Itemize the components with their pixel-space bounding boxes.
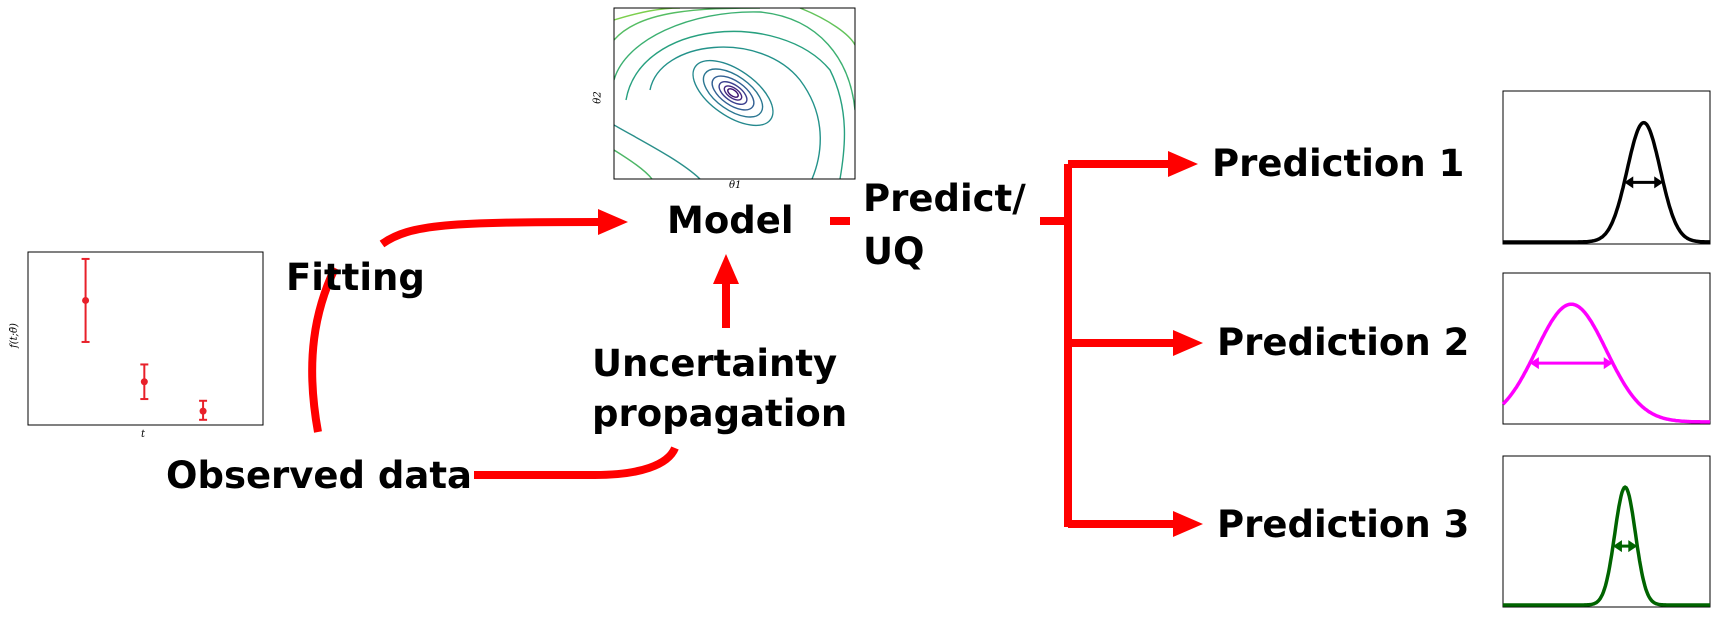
data-plot-xlabel: t [141,429,146,440]
contour-plot-xlabel: θ1 [729,180,742,191]
contour-plot-frame [613,7,856,180]
fitting-curve-lower [308,266,339,433]
observed-data-plot [27,251,264,426]
contour-line [614,124,701,179]
prediction-plot-1-frame [1502,90,1711,245]
propagation-curve [474,446,679,479]
contour-line [649,46,821,179]
contour-line [727,88,739,98]
prediction-curve [1503,485,1710,607]
data-plot-frame [27,251,264,426]
contour-line [625,30,846,179]
prediction-3-label: Prediction 3 [1217,503,1470,546]
fitting-arrowhead [598,209,628,235]
uncertainty-propagation-label-line2: propagation [592,392,848,435]
prediction2-arrowhead [1173,330,1203,356]
contour-line [718,81,748,105]
data-point [199,407,207,415]
predict-uq-label-line1: Predict/ [863,177,1026,220]
contour-line [799,8,855,46]
model-label: Model [667,199,794,242]
prediction-plot-3 [1502,455,1711,608]
contour-line [614,149,653,179]
prediction3-arrowhead [1173,511,1203,537]
prediction-width-arrowhead-left [1612,540,1622,553]
arrowheads [598,151,1203,537]
contour-line [614,11,855,111]
fitting-arrow-shaft [379,218,601,248]
observed-data-label: Observed data [166,454,472,497]
prediction-width-arrowhead-left [1624,176,1634,189]
prediction-plot-1 [1502,90,1711,245]
contour-line [711,75,755,111]
prediction-width-arrowhead-right [1603,357,1613,370]
prediction-width-arrowhead-right [1628,540,1638,553]
data-point [140,378,148,386]
contour-plot-ylabel: θ2 [592,91,604,104]
data-plot-ylabel: f(t;θ̄) [8,323,20,348]
contour-line [692,59,774,127]
propagation-arrowhead [713,254,739,284]
prediction-curve [1503,120,1711,244]
prediction-2-label: Prediction 2 [1217,321,1470,364]
connectors [308,160,1175,528]
prediction-plot-2 [1501,272,1711,425]
contour-line [723,85,743,101]
predict-uq-label-line2: UQ [863,230,925,273]
contour-line [702,68,764,118]
data-point [82,296,90,304]
contour-plot [613,7,856,180]
prediction-curve [1501,302,1711,424]
prediction-width-arrowhead-left [1529,357,1539,370]
prediction1-arrowhead [1168,151,1198,177]
prediction-width-arrowhead-right [1654,176,1664,189]
fitting-label: Fitting [286,256,425,299]
prediction-1-label: Prediction 1 [1212,142,1465,185]
uncertainty-propagation-label-line1: Uncertainty [592,342,838,385]
